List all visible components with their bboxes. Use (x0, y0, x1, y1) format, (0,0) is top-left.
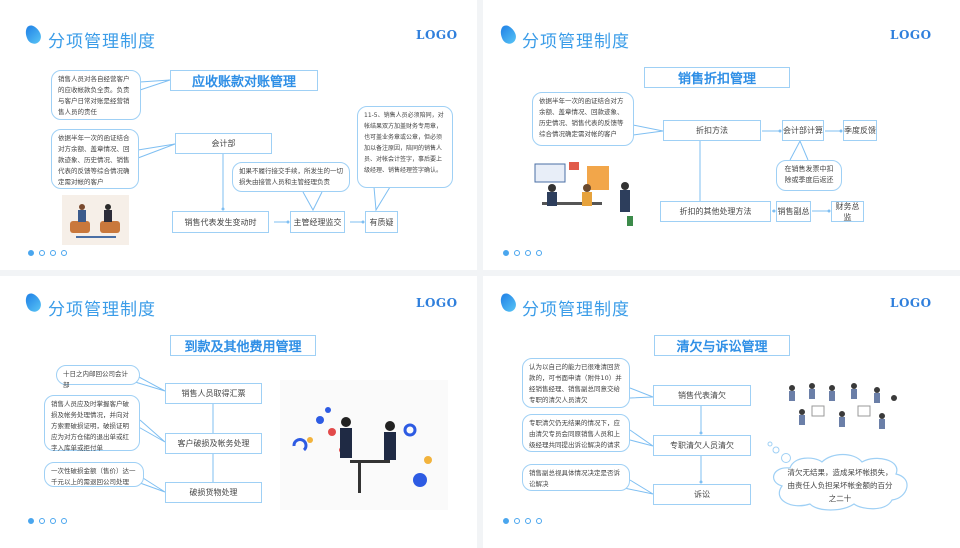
note-bubble: 依据半年一次的函证结合对方余额、盖章情况、回款迹象、历史情况、销售代表的反馈等综… (51, 129, 139, 189)
slide-title: 分项管理制度 (522, 32, 630, 52)
page-dot[interactable] (50, 518, 56, 524)
flow-box: 有质疑 (365, 211, 398, 233)
note-bubble: 销售副总视具体情况决定是否诉讼解决 (522, 464, 630, 491)
slide-title: 分项管理制度 (522, 300, 630, 320)
page-dot[interactable] (514, 250, 520, 256)
note-bubble: 销售人员应及时掌握客户破损及帐务处理情况，并向对方索要破损证明，破损证明应为对方… (44, 395, 140, 452)
logo: LOGO (890, 296, 932, 310)
page-dot[interactable] (503, 518, 509, 524)
page-dot[interactable] (525, 518, 531, 524)
flow-box: 销售人员取得汇票 (165, 383, 262, 404)
logo: LOGO (416, 296, 458, 310)
slide-title: 分项管理制度 (48, 300, 156, 320)
flow-box: 销售副总 (776, 201, 811, 222)
note-bubble: 销售人员对各自经营客户的应收帐款负全责。负责与客户日常对账是经营销售人员的责任 (51, 70, 141, 120)
flow-box: 财务总监 (831, 201, 864, 222)
note-bubble: 如果不履行接交手续，所发生的一切损失由接管人员和主管经理负责 (232, 162, 350, 192)
pagination-dots[interactable] (503, 250, 542, 256)
page-dot[interactable] (514, 518, 520, 524)
note-bubble: 一次性破损金额（售价）达一千元以上的需退回公司处理 (44, 462, 144, 487)
drop-icon (22, 22, 44, 47)
flow-box: 客户破损及帐务处理 (165, 433, 262, 454)
flow-box: 专职清欠人员清欠 (653, 435, 751, 456)
flow-box: 主管经理监交 (290, 211, 345, 233)
flow-box: 折扣方法 (663, 120, 761, 141)
note-bubble: 在销售发票中扣除或季度后返还 (776, 160, 842, 191)
page-dot[interactable] (50, 250, 56, 256)
page-dot[interactable] (61, 518, 67, 524)
drop-icon (497, 22, 519, 47)
flow-box: 季度反馈 (843, 120, 877, 141)
flow-box: 破损货物处理 (165, 482, 262, 503)
flow-box: 销售代表发生变动时 (172, 211, 269, 233)
section-heading: 应收账款对账管理 (170, 70, 318, 91)
drop-icon (22, 290, 44, 315)
note-bubble: 认为以自己的能力已很难清回货款的，可书面申请（附件10）并经销售经理、销售副总同… (522, 358, 630, 408)
page-dot[interactable] (503, 250, 509, 256)
flow-box: 折扣的其他处理方法 (660, 201, 771, 222)
section-heading: 清欠与诉讼管理 (654, 335, 790, 356)
page-dot[interactable] (39, 518, 45, 524)
slide-title: 分项管理制度 (48, 32, 156, 52)
cloud-text: 清欠无结果，造成呆坏帐损失，由责任人负担呆坏帐金额的百分之二十 (787, 468, 893, 503)
page-dot[interactable] (61, 250, 67, 256)
note-bubble: 依据半年一次的函证结合对方余额、盖章情况、回款迹象、历史情况、销售代表的反馈等综… (532, 92, 634, 146)
drop-icon (497, 290, 519, 315)
meeting-illustration (62, 195, 129, 245)
section-heading: 销售折扣管理 (644, 67, 790, 88)
office-illustration (534, 162, 633, 226)
flow-box: 会计部 (175, 133, 272, 154)
pagination-dots[interactable] (28, 250, 67, 256)
note-bubble: 11-5、销售人员必须陪同，对帐结果双方加盖财务专用章，也可盖业务章或公章，但必… (357, 106, 453, 188)
cloud-bubble (767, 441, 908, 511)
page-dot[interactable] (536, 250, 542, 256)
logo: LOGO (416, 28, 458, 42)
page-dot[interactable] (525, 250, 531, 256)
note-bubble: 专职清欠仍无结果的情况下，应由清欠专员会同原销售人员和上级经理共同提出诉讼解决的… (522, 414, 630, 452)
page-dot[interactable] (39, 250, 45, 256)
flow-box: 销售代表清欠 (653, 385, 751, 406)
logo: LOGO (890, 28, 932, 42)
business-illustration (280, 380, 448, 510)
pagination-dots[interactable] (28, 518, 67, 524)
team-illustration (789, 383, 897, 429)
page-dot[interactable] (536, 518, 542, 524)
section-heading: 到款及其他费用管理 (170, 335, 316, 356)
note-bubble: 十日之内邮回公司会计部 (56, 365, 140, 389)
page-dot[interactable] (28, 250, 34, 256)
flow-box: 会计部计算 (782, 120, 824, 141)
page-dot[interactable] (28, 518, 34, 524)
flow-box: 诉讼 (653, 484, 751, 505)
pagination-dots[interactable] (503, 518, 542, 524)
